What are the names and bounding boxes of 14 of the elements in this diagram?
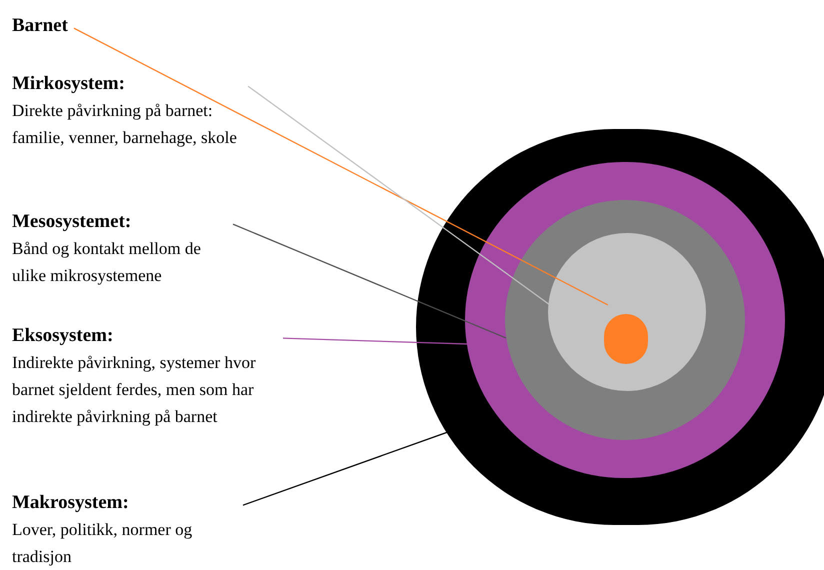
heading: Makrosystem: [12,491,129,515]
heading: Barnet [12,14,68,38]
leader-line [242,431,448,506]
description: Lover, politikk, normer og tradisjon [12,519,194,568]
leader-line [248,86,550,306]
leader-line [232,224,506,339]
description: Direkte påvirkning på barnet: familie, venner, barnehage, skole [12,100,238,149]
leader-line [74,28,608,306]
heading: Eksosystem: [12,324,114,348]
description: Bånd og kontakt mellom de ulike mikrosystemene [12,238,202,287]
leader-line [282,338,468,345]
description: Indirekte påvirkning, systemer hvor barnet sjeldent ferdes, men som har indirekte påvirkning på barnet [12,352,257,428]
heading: Mirkosystem: [12,72,125,96]
heading: Mesosystemet: [12,210,132,234]
